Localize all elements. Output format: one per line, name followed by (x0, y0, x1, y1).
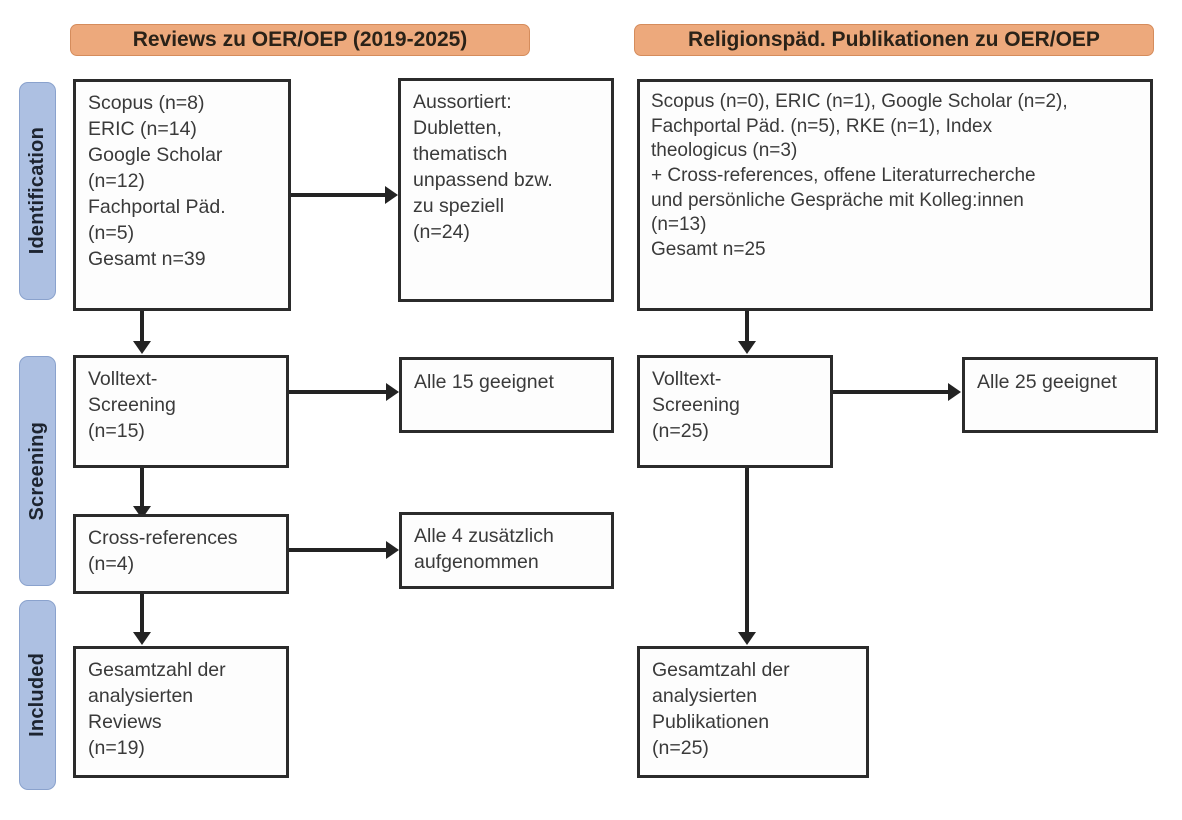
column-header-publications-label: Religionspäd. Publikationen zu OER/OEP (688, 28, 1100, 51)
arrowhead-left-crossref-to-result (386, 541, 399, 559)
phase-label-identification: Identification (26, 127, 48, 255)
left-excluded-box: Aussortiert: Dubletten, thematisch unpas… (398, 78, 614, 302)
arrowhead-right-ident-to-screening (738, 341, 756, 354)
connector-left-ident-to-screening (140, 311, 144, 343)
left-screening-box: Volltext- Screening (n=15) (73, 355, 289, 468)
phase-pill-identification: Identification (19, 82, 56, 300)
connector-left-crossref-to-result (289, 548, 386, 552)
left-crossref-box: Cross-references (n=4) (73, 514, 289, 594)
connector-left-screening-to-crossref (140, 468, 144, 512)
left-identification-box: Scopus (n=8) ERIC (n=14) Google Scholar … (73, 79, 291, 311)
connector-left-screening-to-result (289, 390, 386, 394)
right-identification-box: Scopus (n=0), ERIC (n=1), Google Scholar… (637, 79, 1153, 311)
phase-pill-screening: Screening (19, 356, 56, 586)
connector-right-screening-to-result (833, 390, 948, 394)
arrowhead-left-screening-to-result (386, 383, 399, 401)
column-header-publications: Religionspäd. Publikationen zu OER/OEP (634, 24, 1154, 56)
phase-pill-included: Included (19, 600, 56, 790)
arrowhead-left-ident-to-excluded (385, 186, 398, 204)
phase-label-screening: Screening (26, 421, 48, 521)
right-included-box: Gesamtzahl der analysierten Publikatione… (637, 646, 869, 778)
arrowhead-right-screening-to-included (738, 632, 756, 645)
right-screening-box: Volltext- Screening (n=25) (637, 355, 833, 468)
connector-left-ident-to-excluded-horizontal (291, 193, 385, 197)
phase-label-included: Included (26, 653, 48, 737)
left-included-box: Gesamtzahl der analysierten Reviews (n=1… (73, 646, 289, 778)
connector-right-screening-to-included (745, 468, 749, 638)
left-crossref-result-box: Alle 4 zusätzlich aufgenommen (399, 512, 614, 589)
column-header-reviews: Reviews zu OER/OEP (2019-2025) (70, 24, 530, 56)
connector-left-crossref-to-included (140, 594, 144, 638)
column-header-reviews-label: Reviews zu OER/OEP (2019-2025) (132, 28, 468, 51)
arrowhead-right-screening-to-result (948, 383, 961, 401)
arrowhead-left-ident-to-screening (133, 341, 151, 354)
right-screening-result-box: Alle 25 geeignet (962, 357, 1158, 433)
left-screening-result-box: Alle 15 geeignet (399, 357, 614, 433)
connector-right-ident-to-screening (745, 311, 749, 343)
arrowhead-left-crossref-to-included (133, 632, 151, 645)
